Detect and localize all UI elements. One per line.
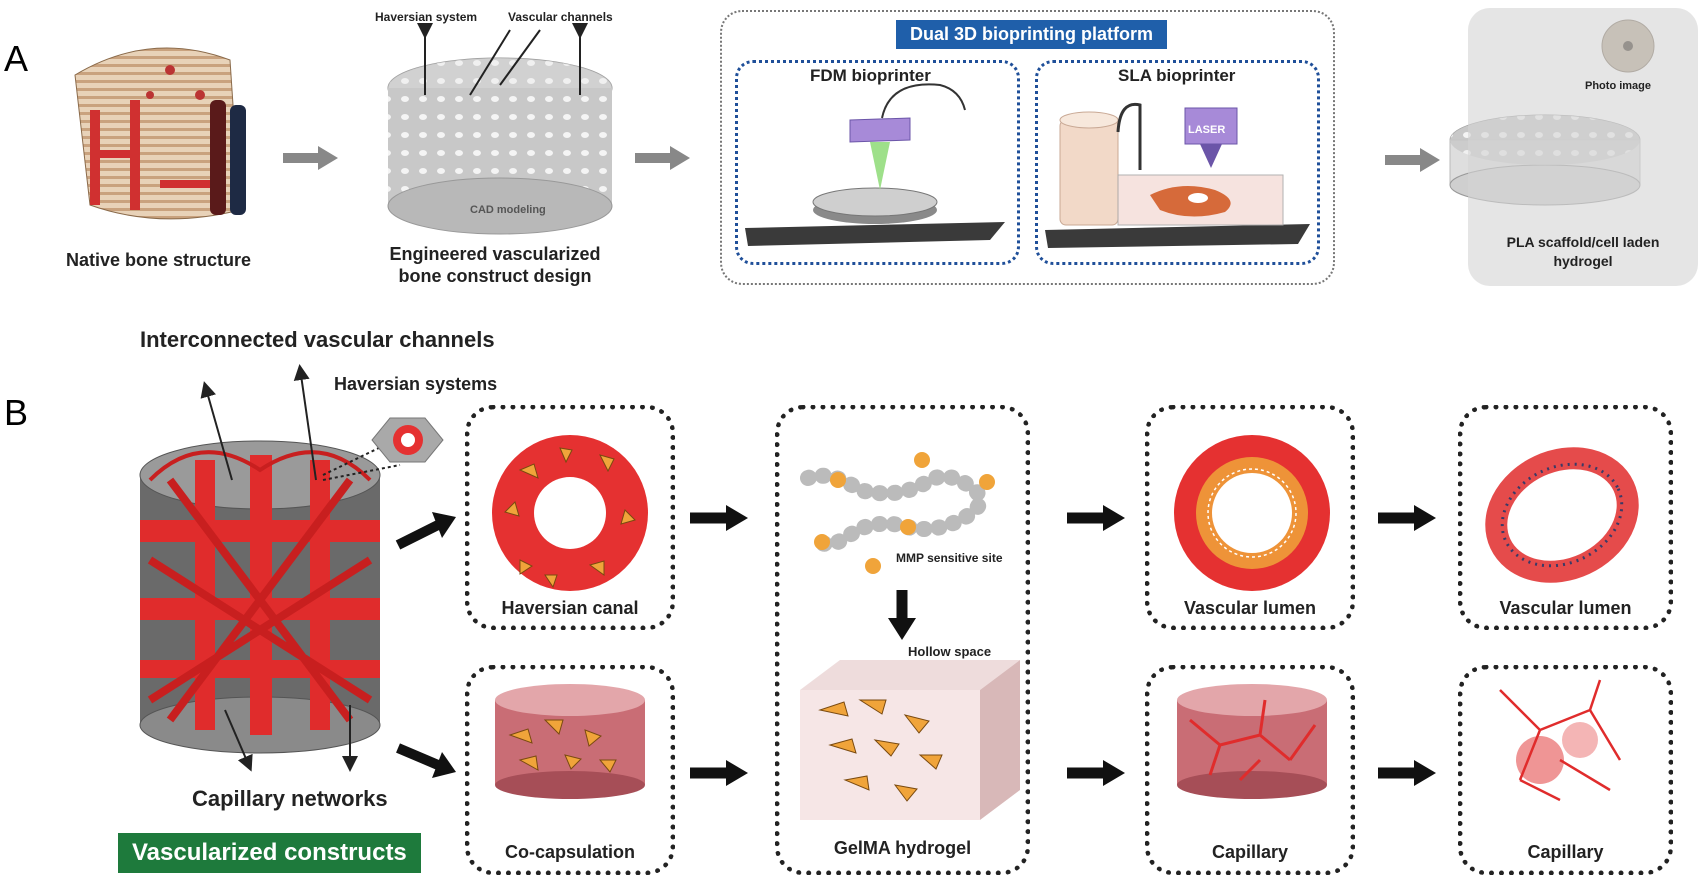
gelma-block-illustration <box>800 660 1020 820</box>
panel-letter-b: B <box>4 392 29 433</box>
capillary-image-box <box>1458 665 1673 875</box>
engineered-label-line1: Engineered vascularized <box>389 244 601 264</box>
pla-label-line2: hydrogel <box>1553 253 1613 269</box>
capillary-microscopy <box>1499 679 1622 802</box>
dual-platform-frame <box>720 10 1335 285</box>
haversian-system-label: Haversian system <box>375 10 478 24</box>
platform-title: Dual 3D bioprinting platform <box>896 20 1167 49</box>
sla-printer-illustration <box>1045 102 1310 248</box>
interconnected-label: Interconnected vascular channels <box>140 327 495 352</box>
co-capsulation-illustration <box>495 684 645 799</box>
vascular-lumen-label-1: Vascular lumen <box>1183 598 1317 618</box>
pla-label-line1: PLA scaffold/cell laden <box>1506 234 1660 250</box>
vascularized-construct-illustration <box>139 364 444 772</box>
mmp-label: MMP sensitive site <box>896 551 1003 565</box>
flow-arrow-head <box>318 146 338 170</box>
capillary-cylinder-illustration <box>1177 684 1327 799</box>
panel-letter-a: A <box>4 38 29 79</box>
co-capsulation-label: Co-capsulation <box>504 842 635 862</box>
hollow-space-label: Hollow space <box>908 644 992 659</box>
photo-image-label: Photo image <box>1585 80 1652 92</box>
capillary-networks-label: Capillary networks <box>192 786 388 811</box>
flow-arrow-head <box>670 146 690 170</box>
vascular-lumen-illustration <box>1174 435 1330 591</box>
native-bone-label: Native bone structure <box>66 250 252 270</box>
haversian-systems-label: Haversian systems <box>334 374 498 394</box>
haversian-canal-box <box>465 405 675 630</box>
co-capsulation-box <box>465 665 675 875</box>
capillary-label-1: Capillary <box>1211 842 1289 862</box>
gelma-label: GelMA hydrogel <box>833 838 972 858</box>
haversian-canal-illustration <box>492 435 648 591</box>
capillary-box <box>1145 665 1355 875</box>
gelma-box <box>775 405 1030 875</box>
fdm-printer-illustration <box>745 83 1005 246</box>
vascular-lumen-image-box <box>1458 405 1673 630</box>
haversian-canal-label: Haversian canal <box>501 598 639 618</box>
black-flow-arrows <box>395 505 1436 786</box>
sla-label: SLA bioprinter <box>1118 66 1236 85</box>
vascularized-constructs-label: Vascularized constructs <box>118 833 421 873</box>
native-bone-illustration <box>74 47 246 220</box>
vascular-lumen-microscopy <box>1485 447 1639 583</box>
capillary-label-2: Capillary <box>1527 842 1604 862</box>
pla-card <box>1468 8 1698 286</box>
fdm-label: FDM bioprinter <box>810 66 931 85</box>
vascular-lumen-box <box>1145 405 1355 630</box>
fdm-frame <box>735 60 1020 265</box>
vascular-channels-label: Vascular channels <box>508 10 613 24</box>
cad-modeling-label: CAD modeling <box>470 204 546 216</box>
mmp-polymer-illustration <box>800 452 995 574</box>
engineered-construct-illustration <box>387 23 613 235</box>
engineered-label-line2: bone construct design <box>398 266 592 286</box>
sla-frame <box>1035 60 1320 265</box>
laser-label: LASER <box>1188 124 1226 136</box>
flow-arrow-head <box>1420 148 1440 172</box>
vascular-lumen-label-2: Vascular lumen <box>1499 598 1632 618</box>
